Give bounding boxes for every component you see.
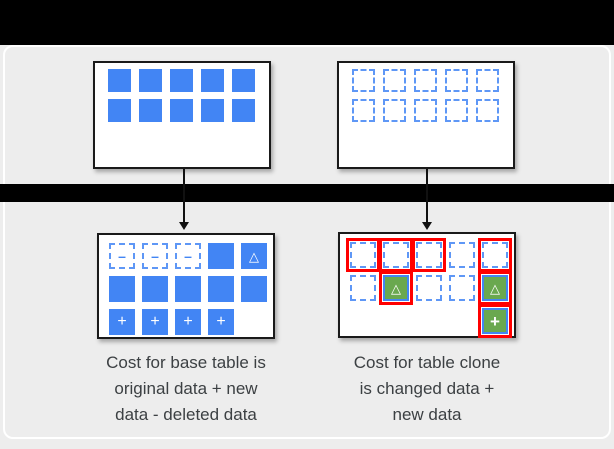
clone-table-before-grid xyxy=(339,63,513,122)
data-block-dashed xyxy=(352,69,375,92)
data-block-dashed xyxy=(414,99,437,122)
caption-line: Cost for base table is xyxy=(106,353,266,372)
data-block-green-triangle-red: △ xyxy=(478,271,512,305)
data-block-green-plus-red: + xyxy=(478,304,512,338)
base-table-after-panel: –––△++++ xyxy=(97,233,275,339)
caption-line: is changed data + xyxy=(359,379,495,398)
data-block-solid-triangle: △ xyxy=(241,243,267,269)
data-block-solid xyxy=(108,99,131,122)
data-block-dashed xyxy=(476,69,499,92)
data-block-solid xyxy=(170,99,193,122)
data-block-solid-plus: + xyxy=(142,309,168,335)
data-block-solid xyxy=(109,276,135,302)
data-block-green-triangle-red: △ xyxy=(379,271,413,305)
data-block-solid xyxy=(232,69,255,92)
clone-table-after-grid: △△+ xyxy=(340,234,514,338)
data-block-dashed-minus: – xyxy=(142,243,168,269)
data-block-dashed xyxy=(416,275,442,301)
data-block-dashed xyxy=(449,242,475,268)
caption-line: Cost for table clone xyxy=(353,353,501,372)
clone-arrow-head-icon xyxy=(422,222,432,230)
data-block-solid xyxy=(175,276,201,302)
data-block-solid-plus: + xyxy=(208,309,234,335)
data-block-solid xyxy=(201,99,224,122)
caption-line: original data + new xyxy=(114,379,258,398)
base-table-before-panel xyxy=(93,61,271,169)
data-block-solid xyxy=(170,69,193,92)
clone-table-after-panel: △△+ xyxy=(338,232,516,338)
data-block-dashed-red xyxy=(478,238,512,272)
data-block-solid xyxy=(139,99,162,122)
clone-table-before-panel xyxy=(337,61,515,169)
top-black-bar xyxy=(0,0,614,45)
data-block-solid xyxy=(142,276,168,302)
data-block-solid xyxy=(201,69,224,92)
data-block-solid xyxy=(108,69,131,92)
data-block-dashed-minus: – xyxy=(109,243,135,269)
data-block-dashed-red xyxy=(346,238,380,272)
data-block-dashed xyxy=(445,99,468,122)
data-block-solid-plus: + xyxy=(175,309,201,335)
base-arrow-head-icon xyxy=(179,222,189,230)
data-block-solid xyxy=(208,276,234,302)
base-table-before-grid xyxy=(95,63,269,122)
caption-line: new data xyxy=(392,405,462,424)
clone-arrow-line xyxy=(426,169,428,222)
data-block-dashed xyxy=(414,69,437,92)
data-block-dashed-red xyxy=(379,238,413,272)
data-block-dashed xyxy=(352,99,375,122)
data-block-solid xyxy=(232,99,255,122)
data-block-dashed-minus: – xyxy=(175,243,201,269)
data-block-dashed xyxy=(383,99,406,122)
data-block-dashed xyxy=(449,275,475,301)
base-table-after-grid: –––△++++ xyxy=(99,235,273,335)
data-block-dashed-red xyxy=(412,238,446,272)
data-block-dashed xyxy=(445,69,468,92)
base-arrow-line xyxy=(183,169,185,222)
data-block-solid xyxy=(208,243,234,269)
data-block-solid xyxy=(139,69,162,92)
caption-line: data - deleted data xyxy=(115,405,257,424)
data-block-dashed xyxy=(350,275,376,301)
base-table-cost-caption: Cost for base table is original data + n… xyxy=(71,350,301,428)
middle-black-bar xyxy=(0,184,614,202)
clone-table-cost-caption: Cost for table clone is changed data + n… xyxy=(312,350,542,428)
data-block-dashed xyxy=(383,69,406,92)
data-block-solid-plus: + xyxy=(109,309,135,335)
data-block-dashed xyxy=(476,99,499,122)
data-block-solid xyxy=(241,276,267,302)
